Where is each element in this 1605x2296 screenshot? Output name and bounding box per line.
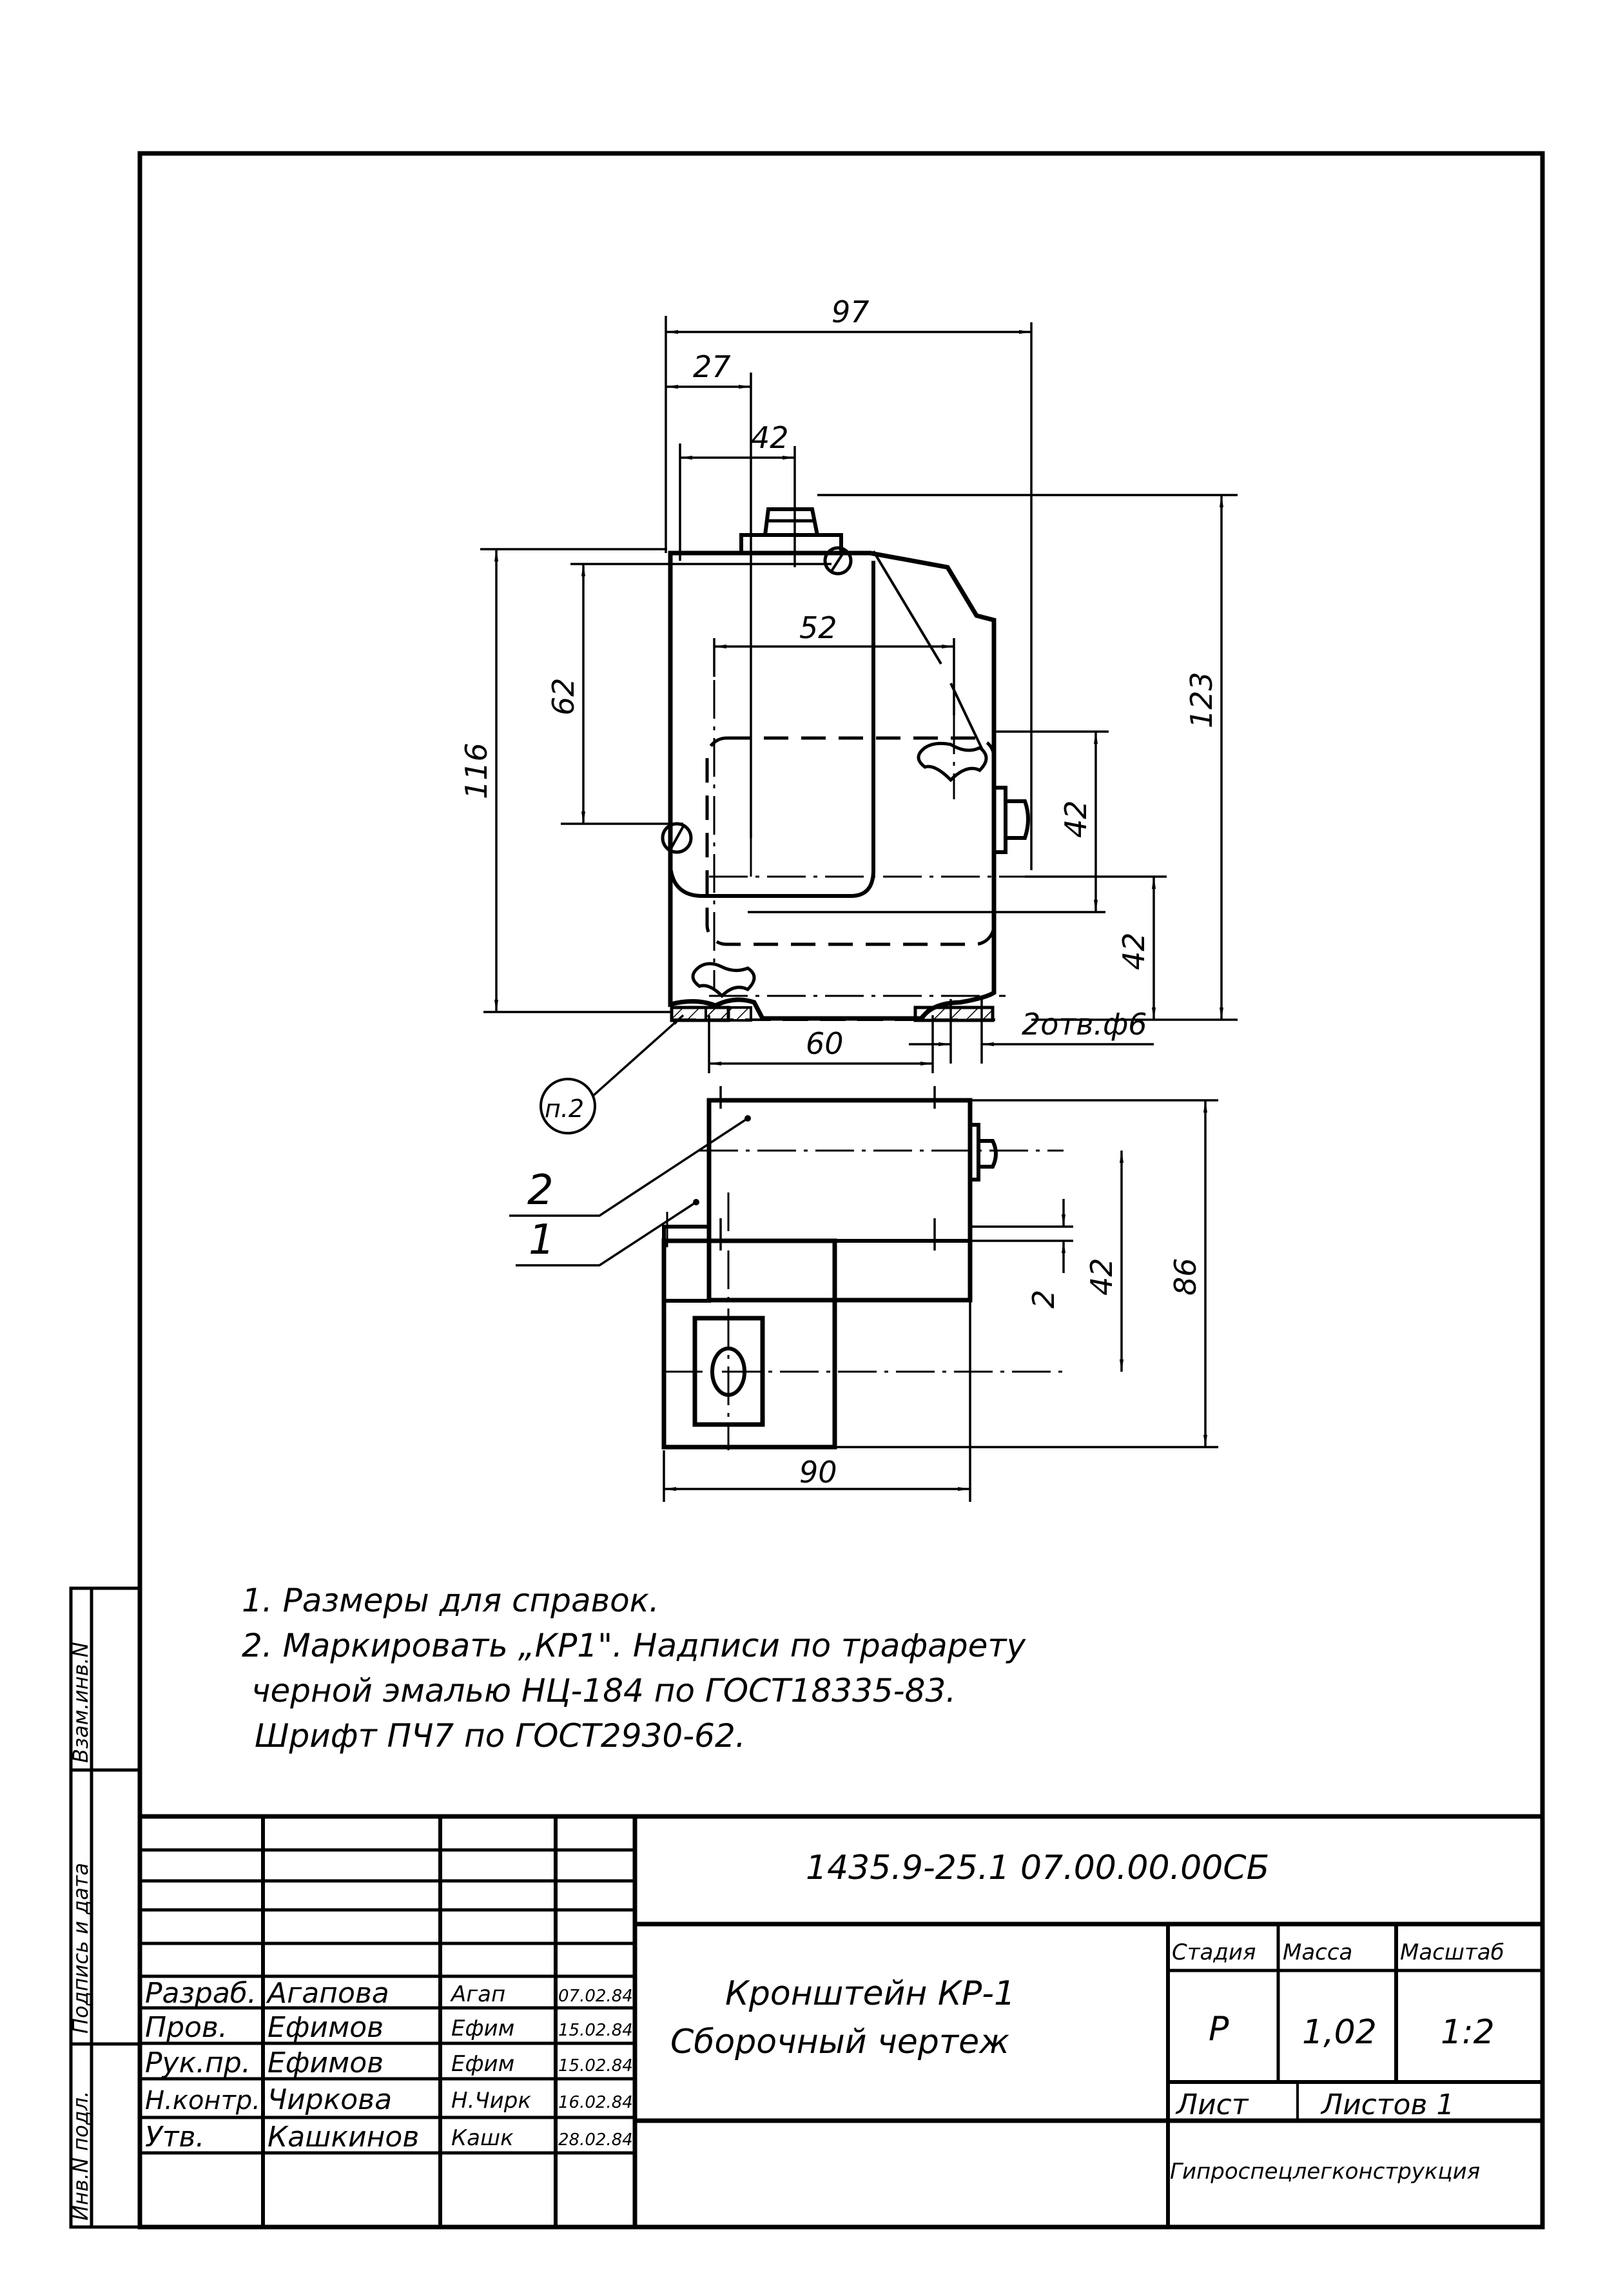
signature-table: Разраб. Агапова Агап 07.02.84 Пров. Ефим… <box>145 1977 633 2154</box>
bottom-view-dimension-lines <box>509 1086 1218 1502</box>
strip-label-replace-inv: Взам.инв.N <box>68 1642 93 1763</box>
note-2-line1: 2. Маркировать „КР1". Надписи по трафаре… <box>242 1627 1026 1664</box>
date-developer: 07.02.84 <box>558 1987 633 2006</box>
name-checker: Ефимов <box>268 2011 384 2044</box>
dim-123: 123 <box>1184 672 1219 728</box>
signature-approver: Кашк <box>451 2125 514 2151</box>
signature-checker: Ефим <box>451 2016 514 2041</box>
dim-42-lower: 42 <box>1116 932 1151 970</box>
date-project-lead: 15.02.84 <box>558 2056 633 2076</box>
header-scale: Масштаб <box>1400 1940 1504 1965</box>
date-checker: 15.02.84 <box>558 2021 633 2040</box>
title-line-1: Кронштейн КР-1 <box>725 1974 1015 2013</box>
title-block-grid <box>140 1814 1542 2227</box>
role-project-lead: Рук.пр. <box>145 2047 251 2079</box>
callout-circle <box>540 1078 596 1134</box>
dim-holes-note: 2отв.ф6 <box>1022 1007 1147 1042</box>
value-stage: Р <box>1209 2010 1229 2048</box>
side-strip <box>69 1586 142 2229</box>
name-developer: Агапова <box>266 1977 389 2010</box>
top-view-dimension-lines <box>480 316 1238 1097</box>
top-view <box>661 507 1030 1022</box>
strip-label-orig-inv: Инв.N подл. <box>68 2091 93 2221</box>
sheet-label: Лист <box>1175 2088 1249 2121</box>
note-1: 1. Размеры для справок. <box>242 1582 659 1619</box>
header-mass: Масса <box>1283 1940 1352 1965</box>
strip-label-sign-date: Подпись и дата <box>68 1863 93 2034</box>
value-scale: 1:2 <box>1441 2013 1495 2052</box>
dim-97: 97 <box>832 295 870 329</box>
name-norm-control: Чиркова <box>268 2083 392 2116</box>
dim-90: 90 <box>799 1455 837 1490</box>
organization-name: Гипроспецлегконструкция <box>1170 2159 1480 2184</box>
signature-project-lead: Ефим <box>451 2051 514 2077</box>
dim-52: 52 <box>799 610 837 645</box>
date-approver: 28.02.84 <box>558 2130 633 2150</box>
date-norm-control: 16.02.84 <box>558 2093 633 2112</box>
note-2-line3: Шрифт ПЧ7 по ГОСТ2930-62. <box>255 1717 746 1755</box>
dim-86: 86 <box>1168 1258 1203 1296</box>
signature-developer: Агап <box>450 1981 505 2007</box>
leader-dot-part1 <box>693 1199 699 1205</box>
name-project-lead: Ефимов <box>268 2047 384 2079</box>
name-approver: Кашкинов <box>268 2121 419 2154</box>
sheet-frame <box>137 151 1545 2230</box>
dim-42-horizontal: 42 <box>751 420 789 455</box>
role-checker: Пров. <box>145 2011 228 2044</box>
dim-116: 116 <box>459 743 494 799</box>
value-mass: 1,02 <box>1302 2013 1377 2052</box>
dim-62: 62 <box>546 677 581 715</box>
role-developer: Разраб. <box>145 1977 257 2010</box>
title-line-2: Сборочный чертеж <box>670 2023 1009 2061</box>
role-approver: Утв. <box>145 2121 204 2154</box>
dim-2-bottom: 2 <box>1026 1290 1061 1309</box>
document-code: 1435.9-25.1 07.00.00.00СБ <box>806 1849 1269 1887</box>
leader-dot-part2 <box>744 1115 751 1122</box>
part-label-2: 2 <box>527 1167 554 1214</box>
dim-27: 27 <box>693 349 731 384</box>
part-label-1: 1 <box>529 1216 555 1264</box>
callout-label: п.2 <box>545 1094 584 1123</box>
dim-60: 60 <box>806 1026 844 1061</box>
dim-42-bottom: 42 <box>1084 1258 1119 1296</box>
bottom-view-centerlines <box>664 1149 1070 1450</box>
header-stage: Стадия <box>1172 1940 1256 1965</box>
sheets-label: Листов 1 <box>1320 2088 1454 2121</box>
dim-42-upper: 42 <box>1058 800 1093 838</box>
role-norm-control: Н.контр. <box>145 2086 260 2116</box>
bottom-view <box>661 1098 998 1450</box>
note-2-line2: черной эмалью НЦ-184 по ГОСТ18335-83. <box>251 1672 956 1709</box>
signature-norm-control: Н.Чирк <box>451 2088 531 2114</box>
